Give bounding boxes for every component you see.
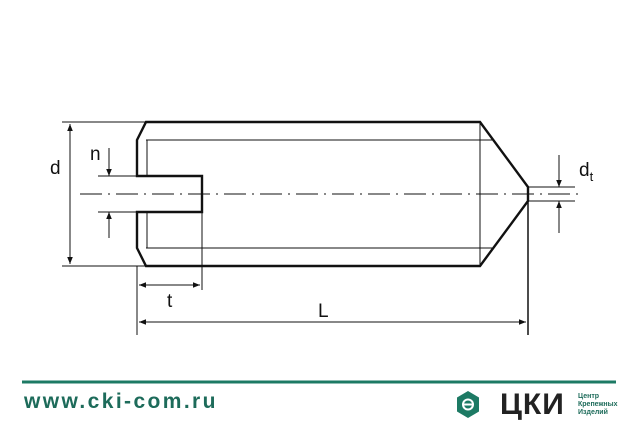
dimension-t — [136, 266, 200, 335]
brand-tagline: Центр Крепежных Изделий — [578, 393, 618, 417]
dimension-n — [98, 148, 137, 238]
tagline-line: Центр — [578, 393, 600, 400]
label-L: L — [318, 301, 329, 322]
dimension-d — [62, 121, 146, 267]
tagline-line: Крепежных — [578, 401, 618, 408]
dimension-L — [139, 201, 529, 335]
label-dt: dt — [579, 160, 594, 184]
website-url[interactable]: www.cki-com.ru — [24, 390, 218, 413]
brand-name: ЦКИ — [500, 388, 565, 421]
label-t: t — [167, 291, 173, 312]
cki-logo-icon — [457, 391, 479, 418]
dimension-dt — [528, 155, 575, 233]
label-d: d — [50, 158, 61, 179]
label-n: n — [90, 144, 101, 165]
tagline-line: Изделий — [578, 409, 608, 416]
